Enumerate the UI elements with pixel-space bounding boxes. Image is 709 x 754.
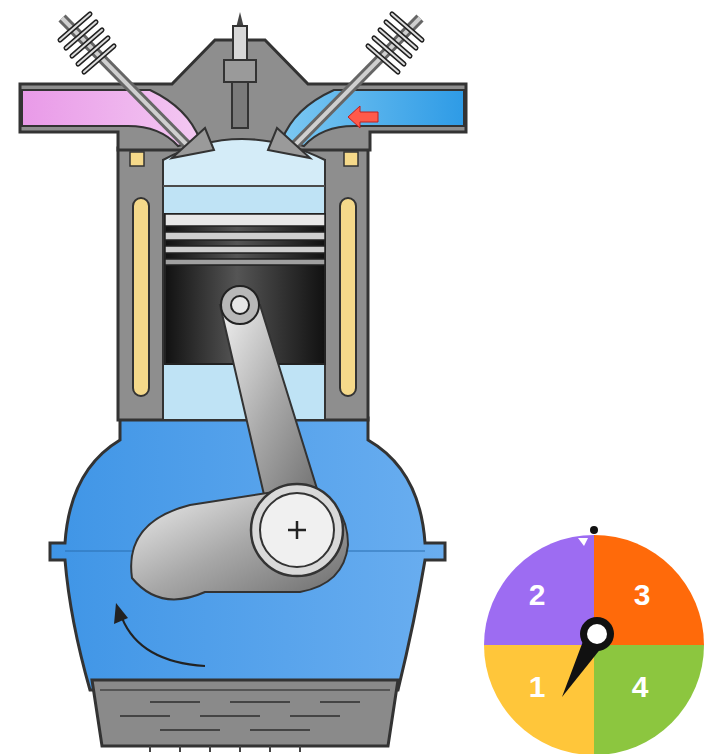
sector-fill (484, 535, 594, 645)
stroke-number: 2 (529, 580, 546, 610)
stroke-number: 1 (529, 672, 546, 702)
stroke-number: 3 (634, 580, 651, 610)
stroke-number: 4 (632, 672, 649, 702)
sector-fill (594, 645, 704, 754)
sector-shape (594, 645, 704, 754)
stroke-sector: 2 (484, 535, 594, 645)
stroke-sector: 4 (594, 645, 704, 754)
